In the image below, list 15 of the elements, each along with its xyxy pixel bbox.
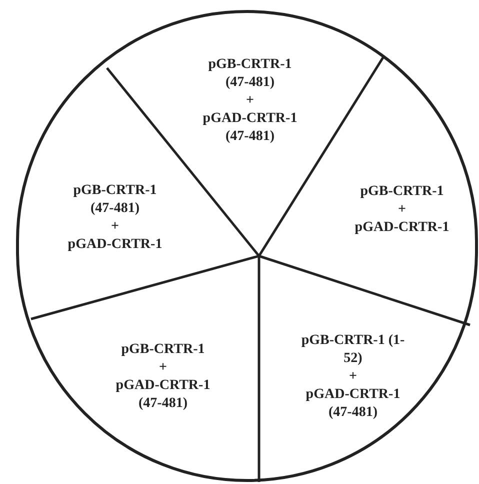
plasmid-label: pGB-CRTR-1 (1-52) bbox=[301, 332, 405, 368]
plasmid-label: + bbox=[246, 92, 254, 110]
plasmid-label: pGB-CRTR-1 (47-481) bbox=[207, 56, 293, 92]
plasmid-label: pGB-CRTR-1 (47-481) bbox=[72, 182, 158, 218]
plasmid-label: + bbox=[159, 359, 167, 377]
plasmid-label: pGAD-CRTR-1 bbox=[354, 219, 450, 237]
plasmid-label: pGAD-CRTR-1 (47-481) bbox=[304, 386, 402, 422]
plasmid-label: pGAD-CRTR-1 bbox=[68, 236, 162, 254]
plasmid-label: pGAD-CRTR-1 (47-481) bbox=[202, 110, 298, 146]
plasmid-label: + bbox=[398, 201, 406, 219]
plasmid-label: + bbox=[111, 218, 119, 236]
plasmid-label: + bbox=[349, 368, 357, 386]
plasmid-label: pGAD-CRTR-1 (47-481) bbox=[114, 377, 212, 413]
plasmid-label: pGB-CRTR-1 bbox=[360, 183, 444, 201]
plasmid-label: pGB-CRTR-1 bbox=[121, 341, 205, 359]
